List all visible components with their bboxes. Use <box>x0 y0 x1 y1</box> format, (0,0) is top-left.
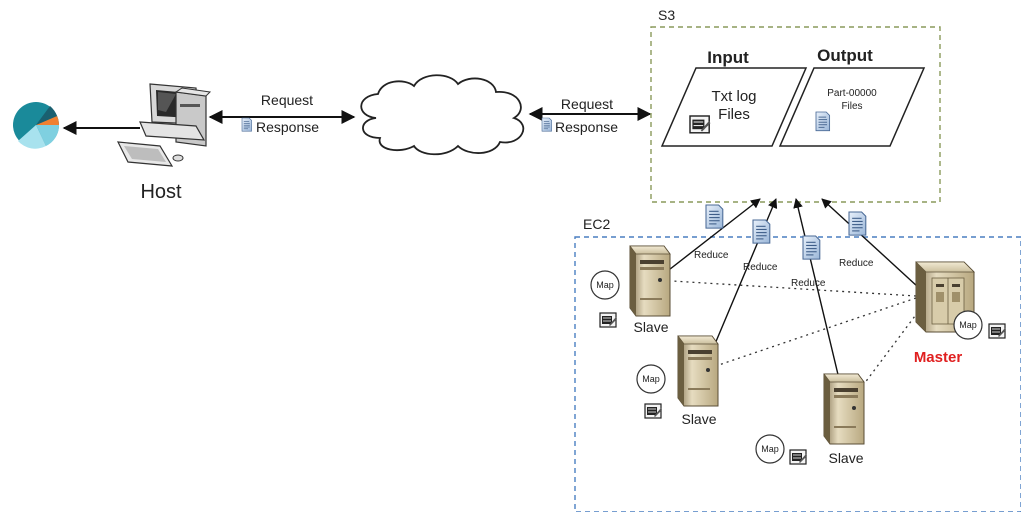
reduce-document-icon <box>752 219 771 244</box>
output-document-icon <box>815 111 831 132</box>
ec2-label: EC2 <box>583 216 610 232</box>
reduce-document-icon <box>848 211 867 236</box>
map-file-icon <box>644 403 663 419</box>
slave-label-1: Slave <box>633 319 668 335</box>
pie-chart-icon <box>13 102 60 149</box>
input-log-file-icon <box>689 115 712 134</box>
slave-label-3: Slave <box>828 450 863 466</box>
s3-label: S3 <box>658 7 675 23</box>
slave-server-icon <box>629 245 671 317</box>
reduce-arrow-slave3 <box>793 198 847 409</box>
master-label: Master <box>914 349 963 366</box>
s3-input-heading: Input <box>707 48 749 67</box>
map-file-icon <box>789 449 808 465</box>
cloud-s3-document-icon <box>541 117 552 132</box>
s3-output-heading: Output <box>817 46 873 65</box>
reduce-label-1: Reduce <box>694 250 729 261</box>
map-task-circle <box>755 434 785 464</box>
map-task-circle <box>590 270 620 300</box>
host-label: Host <box>140 181 182 203</box>
map-label-2: Map <box>642 374 660 384</box>
internet-cloud-icon <box>360 74 525 156</box>
master-link-slave2 <box>703 297 917 371</box>
map-file-icon <box>599 312 618 328</box>
map-task-circle <box>953 310 983 340</box>
s3-output-line1: Part-00000 <box>827 88 877 99</box>
reduce-arrow-slave1 <box>655 198 761 281</box>
host-cloud-request-label: Request <box>261 92 313 108</box>
host-computer-icon <box>116 83 212 167</box>
cloud-s3-response-label: Response <box>555 119 618 135</box>
map-label-3: Map <box>761 444 779 454</box>
master-link-slave1 <box>655 279 917 297</box>
slave-server-icon <box>677 335 719 407</box>
map-file-icon <box>988 323 1007 339</box>
s3-input-line2: Files <box>718 106 750 123</box>
s3-output-line2: Files <box>841 101 862 112</box>
map-label-master: Map <box>959 320 977 330</box>
slave-label-2: Slave <box>681 411 716 427</box>
host-cloud-response-label: Response <box>256 119 319 135</box>
reduce-document-icon <box>705 204 724 229</box>
master-link-slave3 <box>845 311 919 409</box>
map-label-1: Map <box>596 280 614 290</box>
reduce-arrow-master <box>821 198 931 299</box>
reduce-document-icon <box>802 235 821 260</box>
cloud-s3-request-label: Request <box>561 96 613 112</box>
slave-server-icon <box>823 373 865 445</box>
reduce-label-3: Reduce <box>791 278 826 289</box>
reduce-label-2: Reduce <box>743 262 778 273</box>
map-task-circle <box>636 364 666 394</box>
s3-input-line1: Txt log <box>711 88 756 105</box>
host-cloud-document-icon <box>241 117 252 132</box>
reduce-label-4: Reduce <box>839 258 874 269</box>
s3-bucket-frame <box>650 26 941 203</box>
